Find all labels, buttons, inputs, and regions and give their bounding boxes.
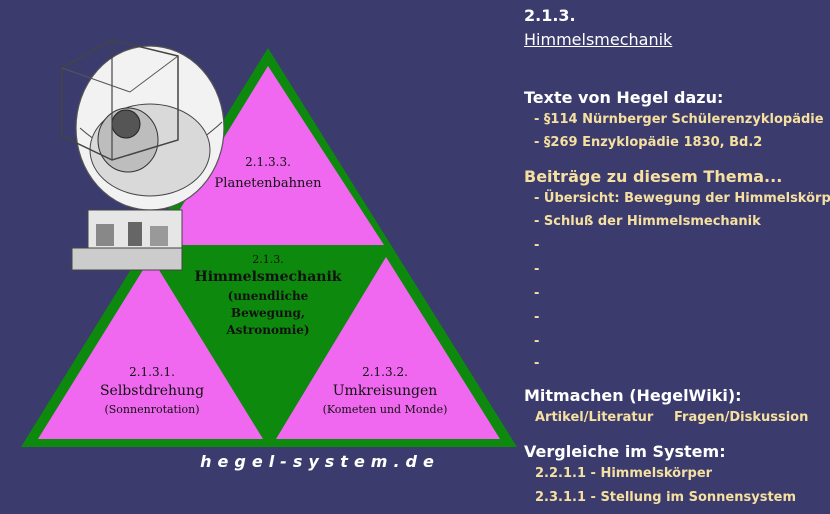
himmelsmechanik-number: 2.1.3. [252, 253, 284, 266]
beitrag-empty-4: - [534, 310, 540, 325]
planetenbahnen-label: Planetenbahnen [215, 176, 323, 191]
triangle-umkreisungen[interactable] [276, 257, 500, 439]
umkreisungen-label: Umkreisungen [333, 383, 438, 399]
text-link-2[interactable]: - §269 Enzyklopädie 1830, Bd.2 [534, 135, 763, 150]
beitrag-empty-6: - [534, 356, 540, 371]
mitmachen-heading: Mitmachen (HegelWiki): [524, 386, 742, 405]
himmelsmechanik-title: Himmelsmechanik [195, 269, 342, 285]
umkreisungen-number: 2.1.3.2. [362, 365, 408, 379]
vergleiche-heading: Vergleiche im System: [524, 442, 726, 461]
beitrag-empty-1: - [534, 238, 540, 253]
navigation-panel: 2.1.3. Himmelsmechanik Texte von Hegel d… [524, 0, 830, 514]
fragen-diskussion-link[interactable]: Fragen/Diskussion [674, 410, 809, 425]
umkreisungen-sub: (Kometen und Monde) [323, 403, 448, 416]
artikel-literatur-link[interactable]: Artikel/Literatur [535, 410, 654, 425]
himmelsmechanik-sub1: (unendliche [228, 289, 309, 303]
beitrag-empty-3: - [534, 286, 540, 301]
section-number: 2.1.3. [524, 6, 576, 25]
triangle-selbstdrehung[interactable] [38, 257, 263, 439]
site-name: hegel-system.de [200, 452, 440, 471]
selbstdrehung-sub: (Sonnenrotation) [104, 403, 199, 416]
selbstdrehung-label: Selbstdrehung [100, 383, 204, 399]
beitrag-link-1[interactable]: - Übersicht: Bewegung der Himmelskörper [534, 191, 830, 206]
triangle-planetenbahnen[interactable] [158, 66, 384, 245]
concept-triangle-diagram: 2.1.3.3. Planetenbahnen 2.1.3. Himmelsme… [21, 39, 517, 471]
himmelsmechanik-sub2: Bewegung, [231, 306, 305, 320]
section-title-link[interactable]: Himmelsmechanik [524, 30, 673, 49]
vergleich-link-2[interactable]: 2.3.1.1 - Stellung im Sonnensystem [535, 490, 797, 505]
beitraege-heading: Beiträge zu diesem Thema... [524, 167, 783, 186]
planetenbahnen-number: 2.1.3.3. [245, 155, 291, 169]
beitrag-link-2[interactable]: - Schluß der Himmelsmechanik [534, 214, 761, 229]
armillary-sphere-image [61, 39, 225, 271]
himmelsmechanik-sub3: Astronomie) [225, 323, 309, 337]
vergleich-link-1[interactable]: 2.2.1.1 - Himmelskörper [535, 466, 713, 481]
beitrag-empty-2: - [534, 262, 540, 277]
texts-heading: Texte von Hegel dazu: [524, 88, 724, 107]
selbstdrehung-number: 2.1.3.1. [129, 365, 175, 379]
beitrag-empty-5: - [534, 334, 540, 349]
text-link-1[interactable]: - §114 Nürnberger Schülerenzyklopädie [534, 112, 824, 127]
